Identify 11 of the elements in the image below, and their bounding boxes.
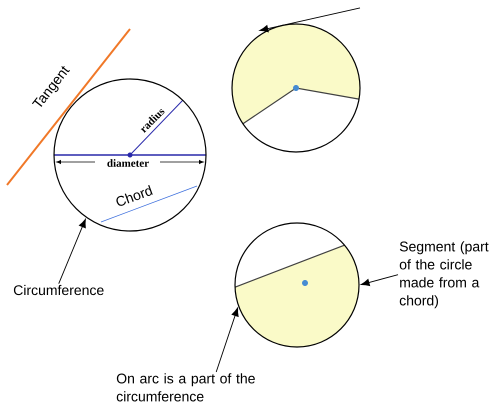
diameter-label: diameter xyxy=(107,159,149,167)
circle-outline xyxy=(234,222,360,348)
callout-text: Segment (part of the circle made from a chord) xyxy=(400,241,489,308)
chord-label: Chord xyxy=(116,184,153,206)
arrow xyxy=(360,274,398,286)
arrow xyxy=(260,8,360,32)
circle-outline xyxy=(231,23,361,153)
callout-text: On arc is a part of the circumference xyxy=(116,373,255,402)
arrow xyxy=(58,218,86,284)
callout-text: Circumference xyxy=(14,284,104,296)
arrow xyxy=(216,308,239,372)
